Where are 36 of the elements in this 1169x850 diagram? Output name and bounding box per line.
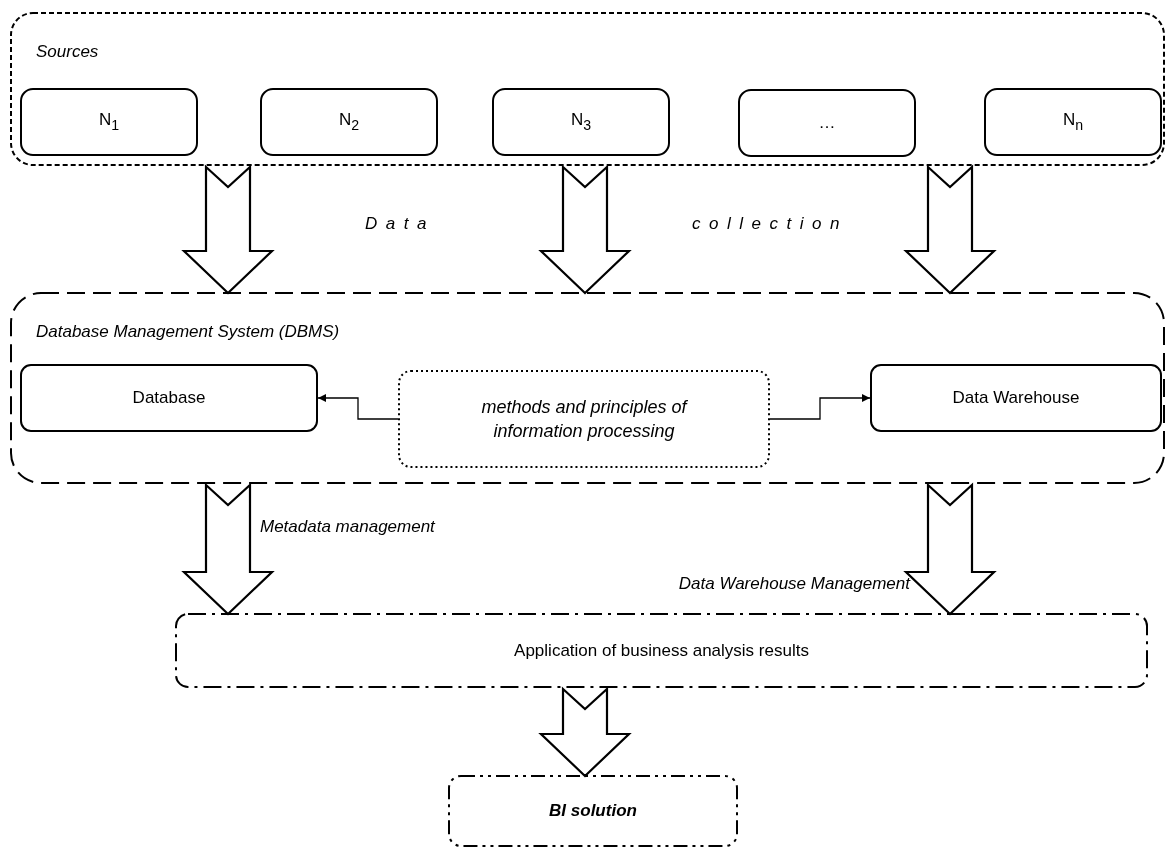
- box-label: N$_{2}$: [337, 109, 361, 135]
- box-label: methods and principles of information processing: [480, 395, 689, 443]
- connector-arrow: [769, 394, 871, 420]
- box-label: N$_{n}$: [1061, 109, 1085, 135]
- block-arrow: [903, 164, 997, 295]
- box-label: …: [817, 111, 837, 134]
- edge-label: Metadata management: [260, 517, 435, 537]
- process-box: [175, 613, 1148, 688]
- box-label: N$_{3}$: [569, 109, 593, 135]
- box-label: Database: [131, 386, 207, 409]
- process-box: [448, 775, 738, 847]
- group-container: [10, 292, 1165, 484]
- block-arrow: [538, 686, 632, 778]
- process-box: [738, 89, 916, 157]
- flow-label: Data: [365, 214, 435, 234]
- box-label: N$_{1}$: [97, 109, 121, 135]
- process-box: [260, 88, 438, 156]
- box-label: BI solution: [548, 799, 638, 822]
- group-title: Database Management System (DBMS): [36, 322, 340, 342]
- process-box: [870, 364, 1162, 432]
- process-box: [20, 364, 318, 432]
- block-arrow: [181, 164, 275, 295]
- process-box: [984, 88, 1162, 156]
- process-box: [20, 88, 198, 156]
- connector-arrow: [317, 394, 399, 420]
- block-arrow: [903, 482, 997, 616]
- edge-label: Data Warehouse Management: [678, 574, 910, 594]
- block-arrow: [181, 482, 275, 616]
- block-arrow: [538, 164, 632, 295]
- process-box: [492, 88, 670, 156]
- process-box: [398, 370, 770, 468]
- box-label: Data Warehouse: [951, 386, 1081, 409]
- group-title: Sources: [36, 42, 99, 62]
- group-container: [10, 12, 1165, 166]
- box-label: Application of business analysis results: [513, 639, 810, 662]
- flow-label: collection: [692, 214, 848, 234]
